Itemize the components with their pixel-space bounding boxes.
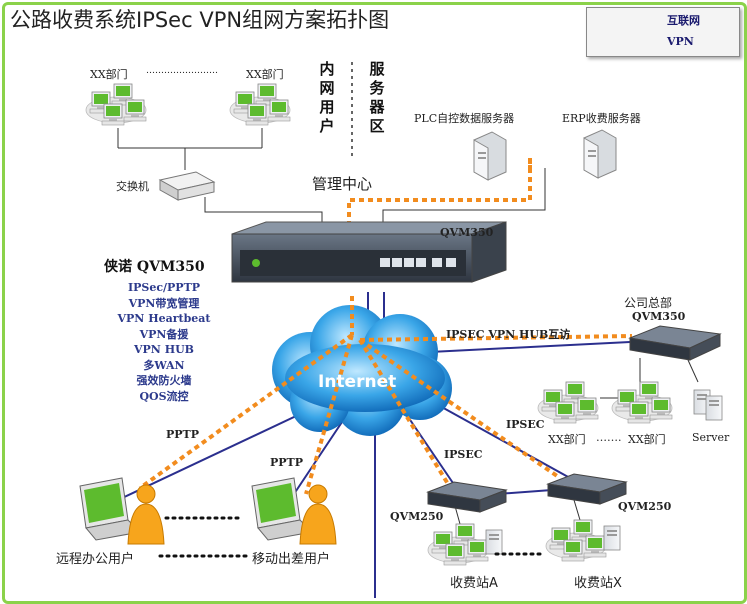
qvm250-a-label: QVM250 (390, 510, 444, 523)
dept-right-label: XX部门 (246, 68, 284, 81)
hq-pc-cluster-icon (612, 382, 672, 423)
feature-item: IPSec/PPTP (127, 281, 201, 294)
station-a-label: 收费站A (450, 576, 498, 591)
qvm350-main-device-icon (231, 221, 507, 283)
ipsec-label-2: IPSEC (444, 448, 483, 461)
feature-item: QOS流控 (139, 389, 189, 403)
qvm350-top-label: QVM350 (440, 226, 494, 239)
hq-dept-b-label: XX部门 (628, 433, 666, 446)
remote-laptop-icon (79, 477, 142, 541)
station-x-pc-cluster-icon (546, 520, 621, 561)
qvm250-b-label: QVM250 (618, 500, 672, 513)
pc-cluster-icon (230, 84, 290, 125)
erp-server-label: ERP收费服务器 (562, 112, 641, 125)
link-line (382, 168, 546, 225)
feature-item: VPN备援 (139, 327, 189, 341)
diagram-title: 公路收费系统IPSec VPN组网方案拓扑图 (10, 8, 390, 32)
internet-label: Internet (318, 372, 397, 392)
mobile-user-icon (299, 484, 337, 545)
erp-server-icon (583, 129, 617, 179)
hq-server-icon (693, 389, 723, 421)
ipsec-label-1: IPSEC (506, 418, 545, 431)
feature-item: 多WAN (143, 358, 185, 372)
vpn-link (347, 158, 532, 226)
plc-server-icon (473, 131, 507, 181)
mobile-user-label: 移动出差用户 (252, 552, 331, 567)
switch-label: 交换机 (116, 180, 149, 193)
hq-label: 公司总部 (624, 296, 673, 310)
qvm250-a-device-icon (426, 481, 508, 513)
feature-item: 强效防火墙 (136, 374, 192, 387)
remote-user-label: 远程办公用户 (56, 552, 135, 567)
intranet-users-label: 内网用户 (319, 60, 335, 135)
plc-server-label: PLC自控数据服务器 (414, 112, 515, 125)
link-line (204, 197, 323, 225)
legend: 互联网 VPN (586, 7, 740, 57)
brand-device-label: 侠诺 QVM350 (104, 259, 205, 275)
station-a-pc-cluster-icon (428, 524, 503, 565)
qvm250-b-device-icon (546, 473, 628, 505)
server-zone-label: 服务器区 (369, 60, 385, 135)
feature-list: IPSec/PPTP VPN带宽管理 VPN Heartbeat VPN备援 V… (104, 280, 224, 404)
hq-device-label: QVM350 (632, 310, 686, 323)
legend-vpn-label: VPN (667, 35, 694, 48)
dept-dots: …………………… (146, 66, 218, 76)
hub-link-label: IPSEC VPN HUB互访 (446, 328, 571, 341)
pptp-label-1: PPTP (166, 428, 199, 441)
hq-dept-a-label: XX部门 (548, 433, 586, 446)
switch-icon (158, 171, 216, 201)
mobile-laptop-icon (251, 477, 314, 541)
pc-cluster-icon (86, 84, 146, 125)
pptp-label-2: PPTP (270, 456, 303, 469)
server-label: Server (692, 431, 730, 444)
feature-item: VPN Heartbeat (117, 312, 211, 325)
feature-item: VPN HUB (134, 343, 194, 356)
vpn-tunnels (138, 296, 633, 495)
hq-pc-cluster-icon (538, 382, 598, 423)
station-x-label: 收费站X (574, 576, 622, 591)
remote-user-icon (127, 484, 165, 545)
internet-cloud-icon (272, 305, 452, 436)
hq-qvm350-device-icon (628, 325, 722, 361)
dept-left-label: XX部门 (90, 68, 128, 81)
mgmt-center-label: 管理中心 (312, 175, 373, 193)
legend-internet-label: 互联网 (667, 14, 700, 27)
hq-dots: ……. (596, 431, 622, 444)
feature-item: VPN带宽管理 (128, 296, 200, 310)
